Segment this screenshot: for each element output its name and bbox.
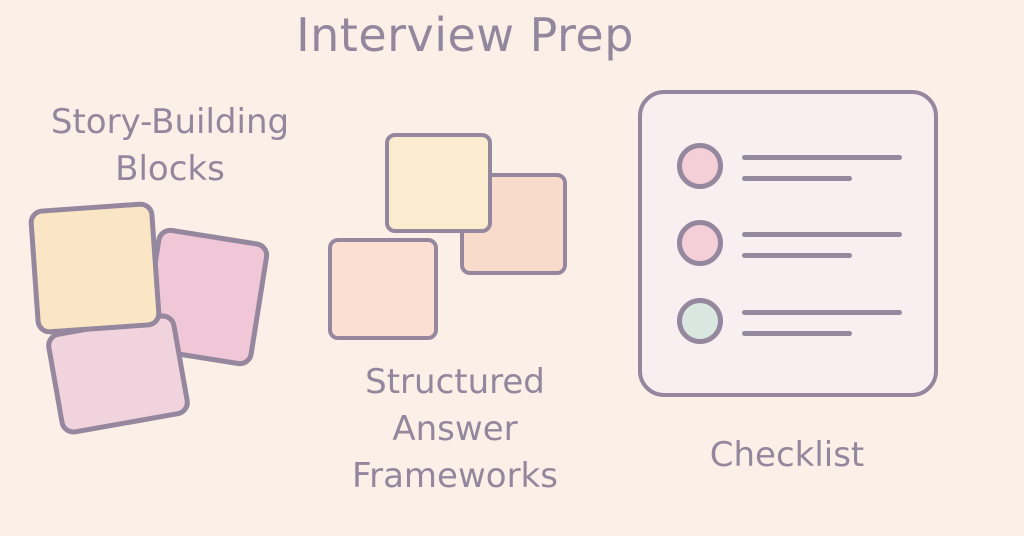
- structured-answer-frameworks-label-line2: Answer: [392, 409, 518, 449]
- checklist-row: [677, 298, 902, 344]
- checklist-bullet-circle: [677, 143, 723, 189]
- frame-peach-left: [328, 238, 438, 340]
- checklist-line-long: [742, 155, 902, 160]
- frame-cream: [385, 133, 492, 233]
- checklist-bullet-circle: [677, 298, 723, 344]
- story-building-blocks-label: Story-Building Blocks: [20, 99, 320, 193]
- checklist-label: Checklist: [637, 432, 937, 479]
- sticky-note-yellow: [27, 200, 163, 336]
- checklist-line-long: [742, 310, 902, 315]
- story-building-blocks-label-line1: Story-Building: [50, 102, 290, 142]
- structured-answer-frameworks-label-line3: Frameworks: [352, 456, 558, 496]
- checklist-line-short: [742, 331, 852, 336]
- page-title: Interview Prep: [296, 8, 634, 62]
- checklist-row-lines: [742, 155, 902, 181]
- checklist-label-text: Checklist: [709, 435, 865, 475]
- checklist-line-long: [742, 232, 902, 237]
- checklist-line-short: [742, 253, 852, 258]
- story-building-blocks-label-line2: Blocks: [115, 149, 225, 189]
- checklist-row: [677, 220, 902, 266]
- structured-answer-frameworks-label: Structured Answer Frameworks: [305, 359, 605, 500]
- checklist-row-lines: [742, 310, 902, 336]
- checklist-line-short: [742, 176, 852, 181]
- checklist-row: [677, 143, 902, 189]
- checklist-bullet-circle: [677, 220, 723, 266]
- checklist-row-lines: [742, 232, 902, 258]
- structured-answer-frameworks-label-line1: Structured: [365, 362, 545, 402]
- checklist-card-icon: [638, 90, 938, 397]
